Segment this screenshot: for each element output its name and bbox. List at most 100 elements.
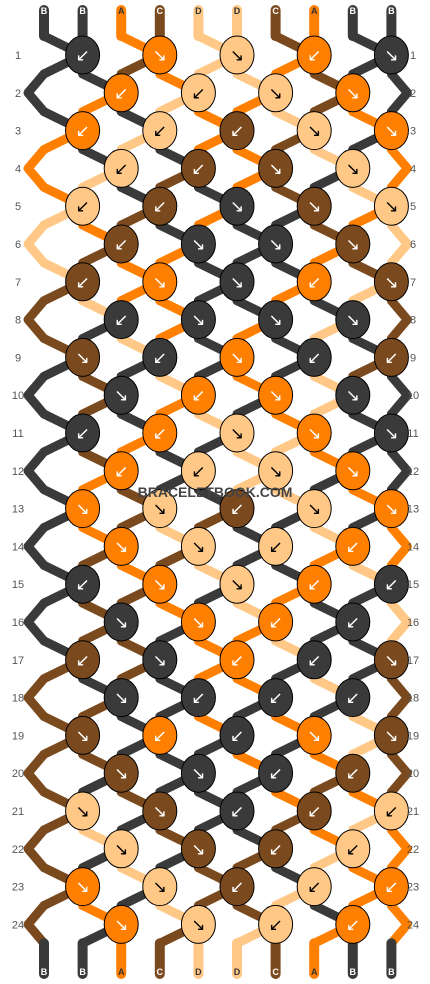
knot [142,489,178,529]
knot [219,564,255,604]
knot [296,35,332,75]
row-number-left: 22 [12,844,24,856]
row-number-left: 19 [12,730,24,742]
knot-direction-arrow: ↘ [307,122,321,142]
knot-direction-arrow: ↙ [346,915,360,935]
edge-thread-segment [23,749,49,797]
knot-direction-arrow: ↘ [346,159,360,179]
row-number-right: 7 [410,277,416,289]
knot-direction-arrow: ↘ [384,500,398,520]
knot-direction-arrow: ↘ [384,651,398,671]
knot [219,111,255,151]
knot [219,489,255,529]
row-number-left: 7 [15,277,21,289]
knot [103,678,139,718]
row-number-left: 18 [12,693,24,705]
knot-direction-arrow: ↘ [268,311,282,331]
knot-direction-arrow: ↘ [114,689,128,709]
edge-thread-segment [386,674,412,721]
knot [335,904,371,944]
knot [296,715,332,755]
edge-thread-segment [386,296,412,343]
knot-direction-arrow: ↙ [268,764,282,784]
knot [103,148,139,188]
watermark: BRACELETBOOK.COM [138,484,293,500]
knot-direction-arrow: ↙ [230,651,244,671]
knot-direction-arrow: ↘ [230,197,244,217]
knot [65,489,101,529]
knot [258,753,294,793]
knot [142,337,178,377]
knot-direction-arrow: ↘ [191,537,205,557]
edge-thread-segment [23,69,49,117]
knot-direction-arrow: ↘ [307,500,321,520]
strand-label-top: B [350,6,357,16]
knot-direction-arrow: ↙ [307,273,321,293]
row-number-left: 1 [15,50,21,62]
knot [335,300,371,340]
row-number-right: 17 [407,655,419,667]
knot-direction-arrow: ↘ [384,197,398,217]
knot [180,300,216,340]
knot-direction-arrow: ↘ [384,424,398,444]
knot [296,791,332,831]
row-number-right: 3 [410,126,416,138]
knot-direction-arrow: ↙ [268,537,282,557]
knot [142,640,178,680]
knot [65,186,101,226]
knot [335,526,371,566]
knot-direction-arrow: ↙ [384,575,398,595]
row-number-left: 8 [15,315,21,327]
knot-direction-arrow: ↘ [230,424,244,444]
knot [142,564,178,604]
strand-label-top: B [79,6,86,16]
edge-thread-segment [386,901,412,948]
knot [373,111,409,151]
knot-direction-arrow: ↘ [75,500,89,520]
knot [180,224,216,264]
knot-direction-arrow: ↘ [114,537,128,557]
knot [142,111,178,151]
knot-direction-arrow: ↙ [191,689,205,709]
edge-thread-segment [386,447,412,495]
knot [373,564,409,604]
edge-thread-segment [386,220,412,268]
knot [103,829,139,869]
knot [65,640,101,680]
knot-direction-arrow: ↘ [191,311,205,331]
knot-direction-arrow: ↘ [230,46,244,66]
row-number-right: 19 [407,730,419,742]
knot [258,224,294,264]
knot-direction-arrow: ↘ [191,235,205,255]
knot-direction-arrow: ↘ [75,802,89,822]
knot-direction-arrow: ↘ [230,348,244,368]
knot [258,300,294,340]
strand-label-bottom: B [350,967,357,977]
strand-label-top: B [41,6,48,16]
edge-thread-segment [386,825,412,873]
knot-direction-arrow: ↘ [307,197,321,217]
knot [258,148,294,188]
knot [335,829,371,869]
strand-label-top: C [157,6,164,16]
knot [373,640,409,680]
knot [373,715,409,755]
knot-direction-arrow: ↘ [346,84,360,104]
knot [373,262,409,302]
knot-direction-arrow: ↘ [268,235,282,255]
knot [296,640,332,680]
knot [219,186,255,226]
row-number-left: 4 [15,163,21,175]
row-number-right: 4 [410,163,416,175]
row-number-right: 14 [407,541,419,553]
row-number-right: 23 [407,882,419,894]
knot [258,375,294,415]
knot-direction-arrow: ↘ [114,915,128,935]
knot-direction-arrow: ↘ [307,726,321,746]
knot [180,678,216,718]
knot [335,602,371,642]
edge-thread-segment [23,523,49,570]
knot-direction-arrow: ↙ [75,273,89,293]
edge-thread-segment [23,296,49,343]
knot [373,489,409,529]
